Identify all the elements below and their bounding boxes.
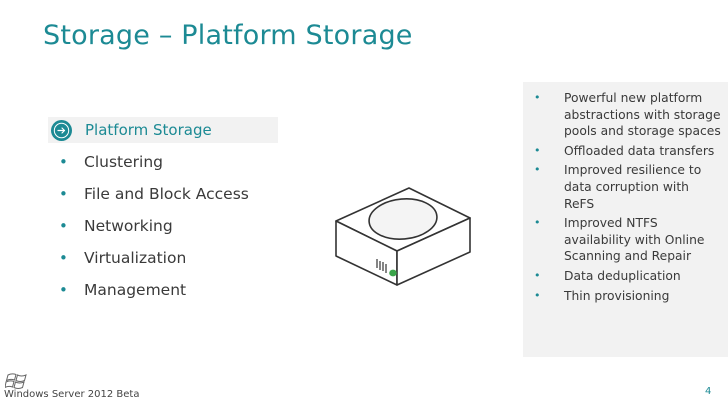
feature-item: Powerful new platform abstractions with … <box>532 90 722 140</box>
feature-list: Powerful new platform abstractions with … <box>532 90 722 307</box>
feature-item: Improved NTFS availability with Online S… <box>532 215 722 265</box>
agenda-list: Clustering File and Block Access Network… <box>57 151 249 311</box>
agenda-active-label: Platform Storage <box>85 121 212 139</box>
page-number: 4 <box>705 386 712 397</box>
windows-logo-icon <box>4 370 31 394</box>
footer-product-name: Windows Server 2012 Beta <box>4 389 140 400</box>
agenda-item-file-and-block-access[interactable]: File and Block Access <box>57 183 249 215</box>
feature-item: Offloaded data transfers <box>532 143 722 160</box>
agenda-item-platform-storage[interactable]: Platform Storage <box>48 117 278 143</box>
feature-item: Improved resilience to data corruption w… <box>532 162 722 212</box>
circle-arrow-right-icon <box>51 120 72 141</box>
agenda-item-management[interactable]: Management <box>57 279 249 311</box>
feature-item: Data deduplication <box>532 268 722 285</box>
feature-item: Thin provisioning <box>532 288 722 305</box>
agenda-item-networking[interactable]: Networking <box>57 215 249 247</box>
slide-title: Storage – Platform Storage <box>43 20 413 51</box>
agenda-item-clustering[interactable]: Clustering <box>57 151 249 183</box>
agenda-item-virtualization[interactable]: Virtualization <box>57 247 249 279</box>
storage-drive-icon <box>333 178 473 294</box>
feature-panel: Powerful new platform abstractions with … <box>523 82 728 357</box>
